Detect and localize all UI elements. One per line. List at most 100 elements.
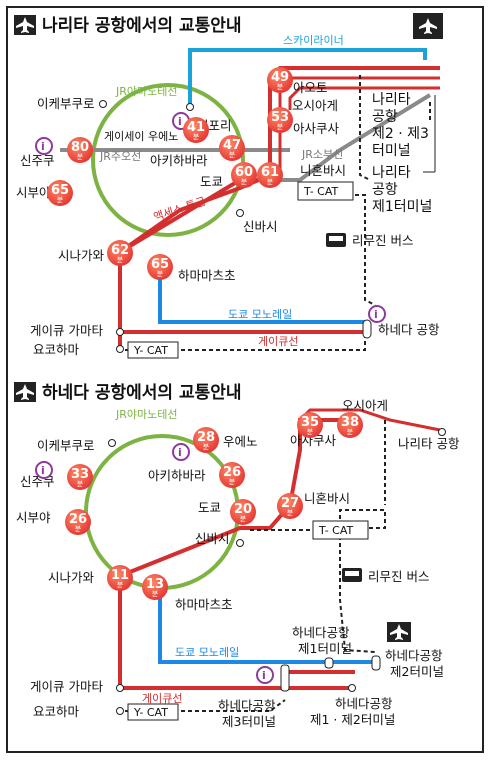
info-icon: i: [35, 137, 53, 155]
svg-text:i: i: [374, 308, 378, 321]
minutes-unit: 분: [157, 270, 164, 278]
svg-text:i: i: [41, 464, 45, 477]
station-asakusa: 아사쿠사: [293, 121, 340, 136]
narita-section: 나리타 공항에서의 교통안내 이케부쿠로 닛포리 게이세이 우에노 신주: [14, 13, 443, 359]
line-monorail: 도쿄 모노레일: [175, 645, 239, 659]
station-shinbashi: 신바시: [243, 219, 278, 234]
station-shinbashi: 신바시: [195, 531, 230, 546]
svg-text:i: i: [178, 446, 182, 459]
minutes-unit: 분: [347, 428, 354, 436]
haneda-title: 하네다 공항에서의 교통안내: [42, 382, 242, 403]
minutes-unit: 분: [152, 590, 159, 598]
minutes-badge-nihonbashi: 27분: [277, 493, 303, 519]
minutes-value: 35: [301, 415, 319, 430]
station-yokohama: 요코하마: [33, 342, 80, 357]
info-icon: i: [256, 666, 274, 684]
station-akihabara: 아키하바라: [150, 153, 208, 168]
line-jr-chuo: JR주오선: [99, 150, 141, 163]
station-shinagawa: 시나가와: [58, 248, 105, 263]
haneda-t12-line2: 제1 · 제2터미널: [310, 712, 395, 727]
svg-text:i: i: [178, 115, 182, 128]
info-icon: i: [172, 443, 190, 461]
station-shinjuku: 신주쿠: [20, 153, 55, 168]
nex-line: [118, 178, 242, 346]
station-ueno: 우에노: [223, 434, 258, 449]
station-ikebukuro: 이케부쿠로: [37, 96, 95, 111]
minutes-badge-nihonbashi: 61분: [257, 162, 283, 188]
minutes-badge-ikebukuro: 80분: [67, 137, 93, 163]
minutes-value: 33: [71, 467, 89, 482]
minutes-value: 26: [69, 512, 87, 527]
station-shibuya: 시부야: [16, 185, 51, 200]
narita-t23-line1: 나리타: [372, 92, 411, 108]
narita-t1-line3: 제1터미널: [372, 199, 432, 215]
narita-t1-line2: 공항: [372, 182, 398, 198]
line-limousine: 리무진 버스: [368, 569, 429, 584]
minutes-value: 62: [111, 243, 129, 258]
station-aoto: 아오토: [293, 80, 328, 95]
station-keikyu-kamata: 게이큐 가마타: [30, 679, 103, 694]
minutes-unit: 분: [117, 256, 124, 264]
minutes-value: 11: [111, 568, 129, 583]
station-nihonbashi: 니혼바시: [304, 491, 350, 506]
minutes-badge-shinjuku: 33분: [67, 464, 93, 490]
minutes-value: 13: [146, 577, 164, 592]
minutes-value: 53: [271, 110, 289, 125]
ycat-box: [127, 703, 179, 721]
station-ycat: Y- CAT: [133, 706, 168, 719]
minutes-value: 49: [271, 70, 289, 85]
limousine-route: [250, 509, 386, 653]
station-ycat: Y- CAT: [133, 344, 168, 357]
minutes-badge-shibuya: 65분: [47, 180, 73, 206]
monorail-line: [158, 585, 375, 664]
svg-text:i: i: [41, 140, 45, 153]
line-skyliner: 스카이라이너: [283, 34, 344, 47]
minutes-badge-tokyo: 20분: [230, 499, 256, 525]
minutes-value: 60: [235, 165, 253, 180]
minutes-unit: 분: [229, 478, 236, 486]
station-shinagawa: 시나가와: [48, 570, 95, 585]
minutes-value: 65: [151, 257, 169, 272]
line-monorail: 도쿄 모노레일: [228, 307, 292, 321]
minutes-unit: 분: [287, 509, 294, 517]
minutes-value: 28: [197, 430, 215, 445]
skyliner-line: [188, 48, 427, 107]
tcat-box: [297, 181, 354, 201]
minutes-badge-asakusa: 53분: [267, 107, 293, 133]
minutes-badge-oshiage: 38분: [337, 412, 363, 438]
minutes-badge-asakusa: 35분: [297, 412, 323, 438]
minutes-value: 80: [71, 140, 89, 155]
minutes-unit: 분: [240, 515, 247, 523]
line-limousine: 리무진 버스: [352, 233, 413, 248]
station-yokohama: 요코하마: [33, 704, 80, 719]
station-tokyo: 도쿄: [200, 174, 223, 189]
yamanote-loop: [91, 83, 245, 237]
station-nihonbashi: 니혼바시: [300, 163, 346, 178]
minutes-badge-tokyo: 60분: [231, 162, 257, 188]
minutes-badge-aoto: 49분: [267, 67, 293, 93]
limousine-route: [125, 335, 366, 351]
info-icon: i: [368, 305, 386, 323]
minutes-unit: 분: [57, 196, 64, 204]
haneda-t12-line1: 하네다공항: [335, 696, 393, 711]
minutes-unit: 분: [229, 151, 236, 159]
haneda-t1-line2: 제1터미널: [298, 641, 352, 656]
narita-t23-line3: 제2 · 제3: [372, 126, 429, 142]
narita-t23-line2: 공항: [372, 109, 398, 125]
line-keikyu: 게이큐선: [142, 692, 182, 705]
minutes-value: 20: [234, 502, 252, 517]
station-hamamatsucho: 하마마츠초: [175, 597, 233, 612]
station-akihabara: 아키하바라: [148, 468, 206, 483]
minutes-unit: 분: [117, 581, 124, 589]
minutes-badge-ueno: 41분: [183, 117, 209, 143]
station-oshiage: 오시아게: [292, 98, 338, 113]
haneda-t3-line2: 제3터미널: [222, 714, 276, 729]
haneda-t2-line2: 제2터미널: [390, 664, 444, 679]
tcat-box: [312, 520, 369, 540]
minutes-unit: 분: [75, 525, 82, 533]
line-keikyu: 게이큐선: [258, 335, 298, 348]
narita-title: 나리타 공항에서의 교통안내: [42, 15, 242, 36]
station-ikebukuro: 이케부쿠로: [37, 438, 95, 453]
line-jr-yamanote: JR야마노테선: [115, 408, 178, 421]
narita-t1-line1: 나리타: [372, 165, 411, 181]
